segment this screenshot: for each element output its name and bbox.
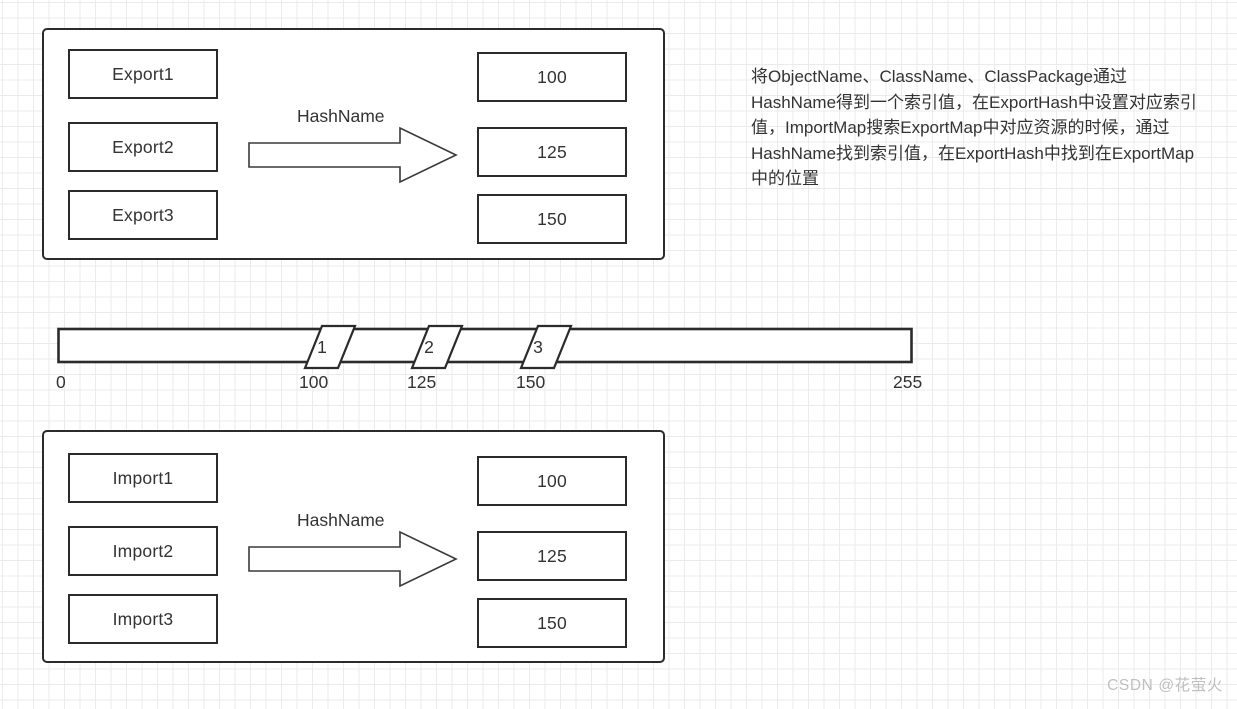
hash-marker-shape-1	[303, 324, 357, 370]
import-arrow-label: HashName	[297, 510, 385, 530]
import-hash-3: 150	[477, 598, 627, 648]
hash-marker-shape-3	[519, 324, 573, 370]
hash-marker-value-2: 125	[407, 372, 437, 392]
import-hash-1: 100	[477, 456, 627, 506]
export-source-2: Export2	[68, 122, 218, 172]
export-hash-2: 125	[477, 127, 627, 177]
export-source-3: Export3	[68, 190, 218, 240]
hash-marker-label-1: 1	[317, 337, 327, 357]
hash-marker-shape-2	[410, 324, 464, 370]
hash-marker-value-1: 100	[299, 372, 329, 392]
import-source-3: Import3	[68, 594, 218, 644]
hash-bar-end-label: 255	[893, 372, 923, 392]
export-hash-1: 100	[477, 52, 627, 102]
hash-marker-value-3: 150	[516, 372, 546, 392]
explanation-note: 将ObjectName、ClassName、ClassPackage通过Hash…	[751, 67, 1197, 188]
hash-bar-start-label: 0	[56, 372, 66, 392]
import-hash-2: 125	[477, 531, 627, 581]
csdn-watermark: CSDN @花萤火	[1107, 677, 1223, 694]
hash-bar-rect	[57, 327, 913, 364]
export-source-1: Export1	[68, 49, 218, 99]
import-source-1: Import1	[68, 453, 218, 503]
import-hash-arrow-icon	[248, 530, 458, 588]
import-source-2: Import2	[68, 526, 218, 576]
export-hash-3: 150	[477, 194, 627, 244]
hash-marker-label-2: 2	[424, 337, 434, 357]
export-hash-arrow-icon	[248, 126, 458, 184]
export-arrow-label: HashName	[297, 106, 385, 126]
hash-marker-label-3: 3	[533, 337, 543, 357]
